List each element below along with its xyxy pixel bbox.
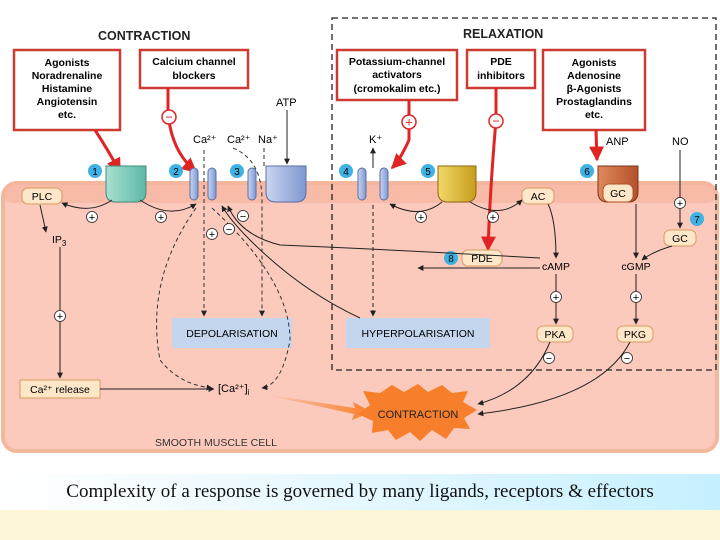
svg-text:Agonists: Agonists xyxy=(45,57,90,69)
svg-text:7: 7 xyxy=(694,215,700,226)
pka-label: PKA xyxy=(544,329,565,341)
k-activator-arrow xyxy=(390,100,411,170)
na-label: Na⁺ xyxy=(258,134,278,146)
svg-text:PDE: PDE xyxy=(490,56,512,68)
svg-text:+: + xyxy=(677,198,683,210)
anp-label: ANP xyxy=(606,136,629,148)
ip3-label: IP3 xyxy=(52,234,67,248)
svg-text:Angiotensin: Angiotensin xyxy=(37,96,98,108)
svg-text:−: − xyxy=(624,353,630,365)
svg-text:(cromokalim etc.): (cromokalim etc.) xyxy=(354,83,441,95)
pde-inhibitors-box: PDE inhibitors xyxy=(465,48,537,90)
svg-text:−: − xyxy=(546,353,552,365)
svg-text:+: + xyxy=(418,212,424,224)
atp-label: ATP xyxy=(276,97,297,109)
relaxation-frame xyxy=(331,17,717,371)
svg-text:+: + xyxy=(209,229,215,241)
ac-node xyxy=(521,187,555,205)
plus-sign-k-activator: + xyxy=(401,114,417,130)
svg-text:Adenosine: Adenosine xyxy=(567,70,621,82)
ac-label: AC xyxy=(531,191,546,203)
plc-node xyxy=(21,187,63,205)
svg-text:Potassium-channel: Potassium-channel xyxy=(349,56,445,68)
svg-text:3: 3 xyxy=(234,167,240,178)
gc-membrane-label: GC xyxy=(610,188,626,200)
svg-text:8: 8 xyxy=(448,254,454,265)
agonists-box-right: Agonists Adenosine β-Agonists Prostaglan… xyxy=(541,48,647,132)
pkg-label: PKG xyxy=(624,329,646,341)
potassium-channel-4-icon xyxy=(357,167,389,201)
no-label: NO xyxy=(672,136,689,148)
pkg-node xyxy=(616,325,654,343)
receptor-6-icon: GC xyxy=(597,165,639,203)
receptor-1-icon xyxy=(105,165,147,203)
dashed-ion-arrows xyxy=(156,147,291,391)
svg-text:−: − xyxy=(165,110,173,125)
svg-text:Agonists: Agonists xyxy=(572,57,617,69)
plc-label: PLC xyxy=(32,191,53,203)
svg-text:2: 2 xyxy=(173,167,179,178)
calcium-channel-2-icon xyxy=(189,167,217,201)
slide-caption: Complexity of a response is governed by … xyxy=(0,474,720,510)
calcium-channel-blockers-box: Calcium channel blockers xyxy=(138,48,250,90)
svg-text:−: − xyxy=(492,114,500,129)
depolarisation-box xyxy=(172,318,292,348)
svg-text:−: − xyxy=(226,224,232,236)
k-label: K⁺ xyxy=(369,134,382,146)
hyperpolarisation-label: HYPERPOLARISATION xyxy=(362,328,475,340)
svg-text:+: + xyxy=(89,212,95,224)
pka-node xyxy=(536,325,574,343)
number-markers: 1 2 3 4 5 6 7 8 xyxy=(88,164,704,265)
svg-text:activators: activators xyxy=(372,69,422,81)
svg-text:+: + xyxy=(553,292,559,304)
agonists-box-left: Agonists Noradrenaline Histamine Angiote… xyxy=(12,48,122,132)
potassium-channel-activators-box: Potassium-channel activators (cromokalim… xyxy=(335,48,459,102)
cgmp-label: cGMP xyxy=(621,261,650,273)
contraction-label: CONTRACTION xyxy=(378,409,459,421)
intracellular-ca-label: [Ca²⁺]i xyxy=(218,383,250,397)
svg-text:Prostaglandins: Prostaglandins xyxy=(556,96,632,108)
svg-text:+: + xyxy=(158,212,164,224)
svg-text:1: 1 xyxy=(92,167,98,178)
svg-text:Calcium channel: Calcium channel xyxy=(152,56,236,68)
contraction-star xyxy=(358,384,477,441)
svg-text:−: − xyxy=(240,211,246,223)
camp-label: cAMP xyxy=(542,261,570,273)
agonist-right-arrow xyxy=(589,129,605,162)
minus-sign-pde-inhibitor: − xyxy=(488,113,504,129)
channel-3-icon xyxy=(247,165,307,203)
svg-text:+: + xyxy=(490,212,496,224)
svg-text:β-Agonists: β-Agonists xyxy=(567,83,622,95)
svg-text:etc.: etc. xyxy=(585,109,603,121)
gc-soluble-node xyxy=(663,229,697,247)
svg-text:inhibitors: inhibitors xyxy=(477,70,525,82)
relaxation-header: RELAXATION xyxy=(463,27,543,41)
svg-text:6: 6 xyxy=(584,167,590,178)
svg-text:+: + xyxy=(633,292,639,304)
minus-sign-blocker: − xyxy=(161,109,177,125)
receptor-5-icon xyxy=(437,165,477,203)
depolarisation-label: DEPOLARISATION xyxy=(186,328,277,340)
ca-label-2: Ca²⁺ xyxy=(227,134,251,146)
svg-text:+: + xyxy=(405,115,413,130)
svg-text:4: 4 xyxy=(343,167,349,178)
contraction-header: CONTRACTION xyxy=(98,29,190,43)
svg-text:Histamine: Histamine xyxy=(42,83,92,95)
svg-text:Noradrenaline: Noradrenaline xyxy=(32,70,103,82)
svg-text:5: 5 xyxy=(425,167,431,178)
pathway-signs: + + + + − − + + + + − − + xyxy=(54,197,686,365)
svg-text:blockers: blockers xyxy=(172,70,215,82)
svg-text:etc.: etc. xyxy=(58,109,76,121)
ca-label-1: Ca²⁺ xyxy=(193,134,217,146)
ca-release-label: Ca²⁺ release xyxy=(30,384,90,396)
hyperpolarisation-box xyxy=(346,318,490,348)
svg-text:+: + xyxy=(57,311,63,323)
smooth-muscle-cell-label: SMOOTH MUSCLE CELL xyxy=(155,437,277,449)
gc-soluble-label: GC xyxy=(672,233,688,245)
pde-label: PDE xyxy=(471,253,493,265)
